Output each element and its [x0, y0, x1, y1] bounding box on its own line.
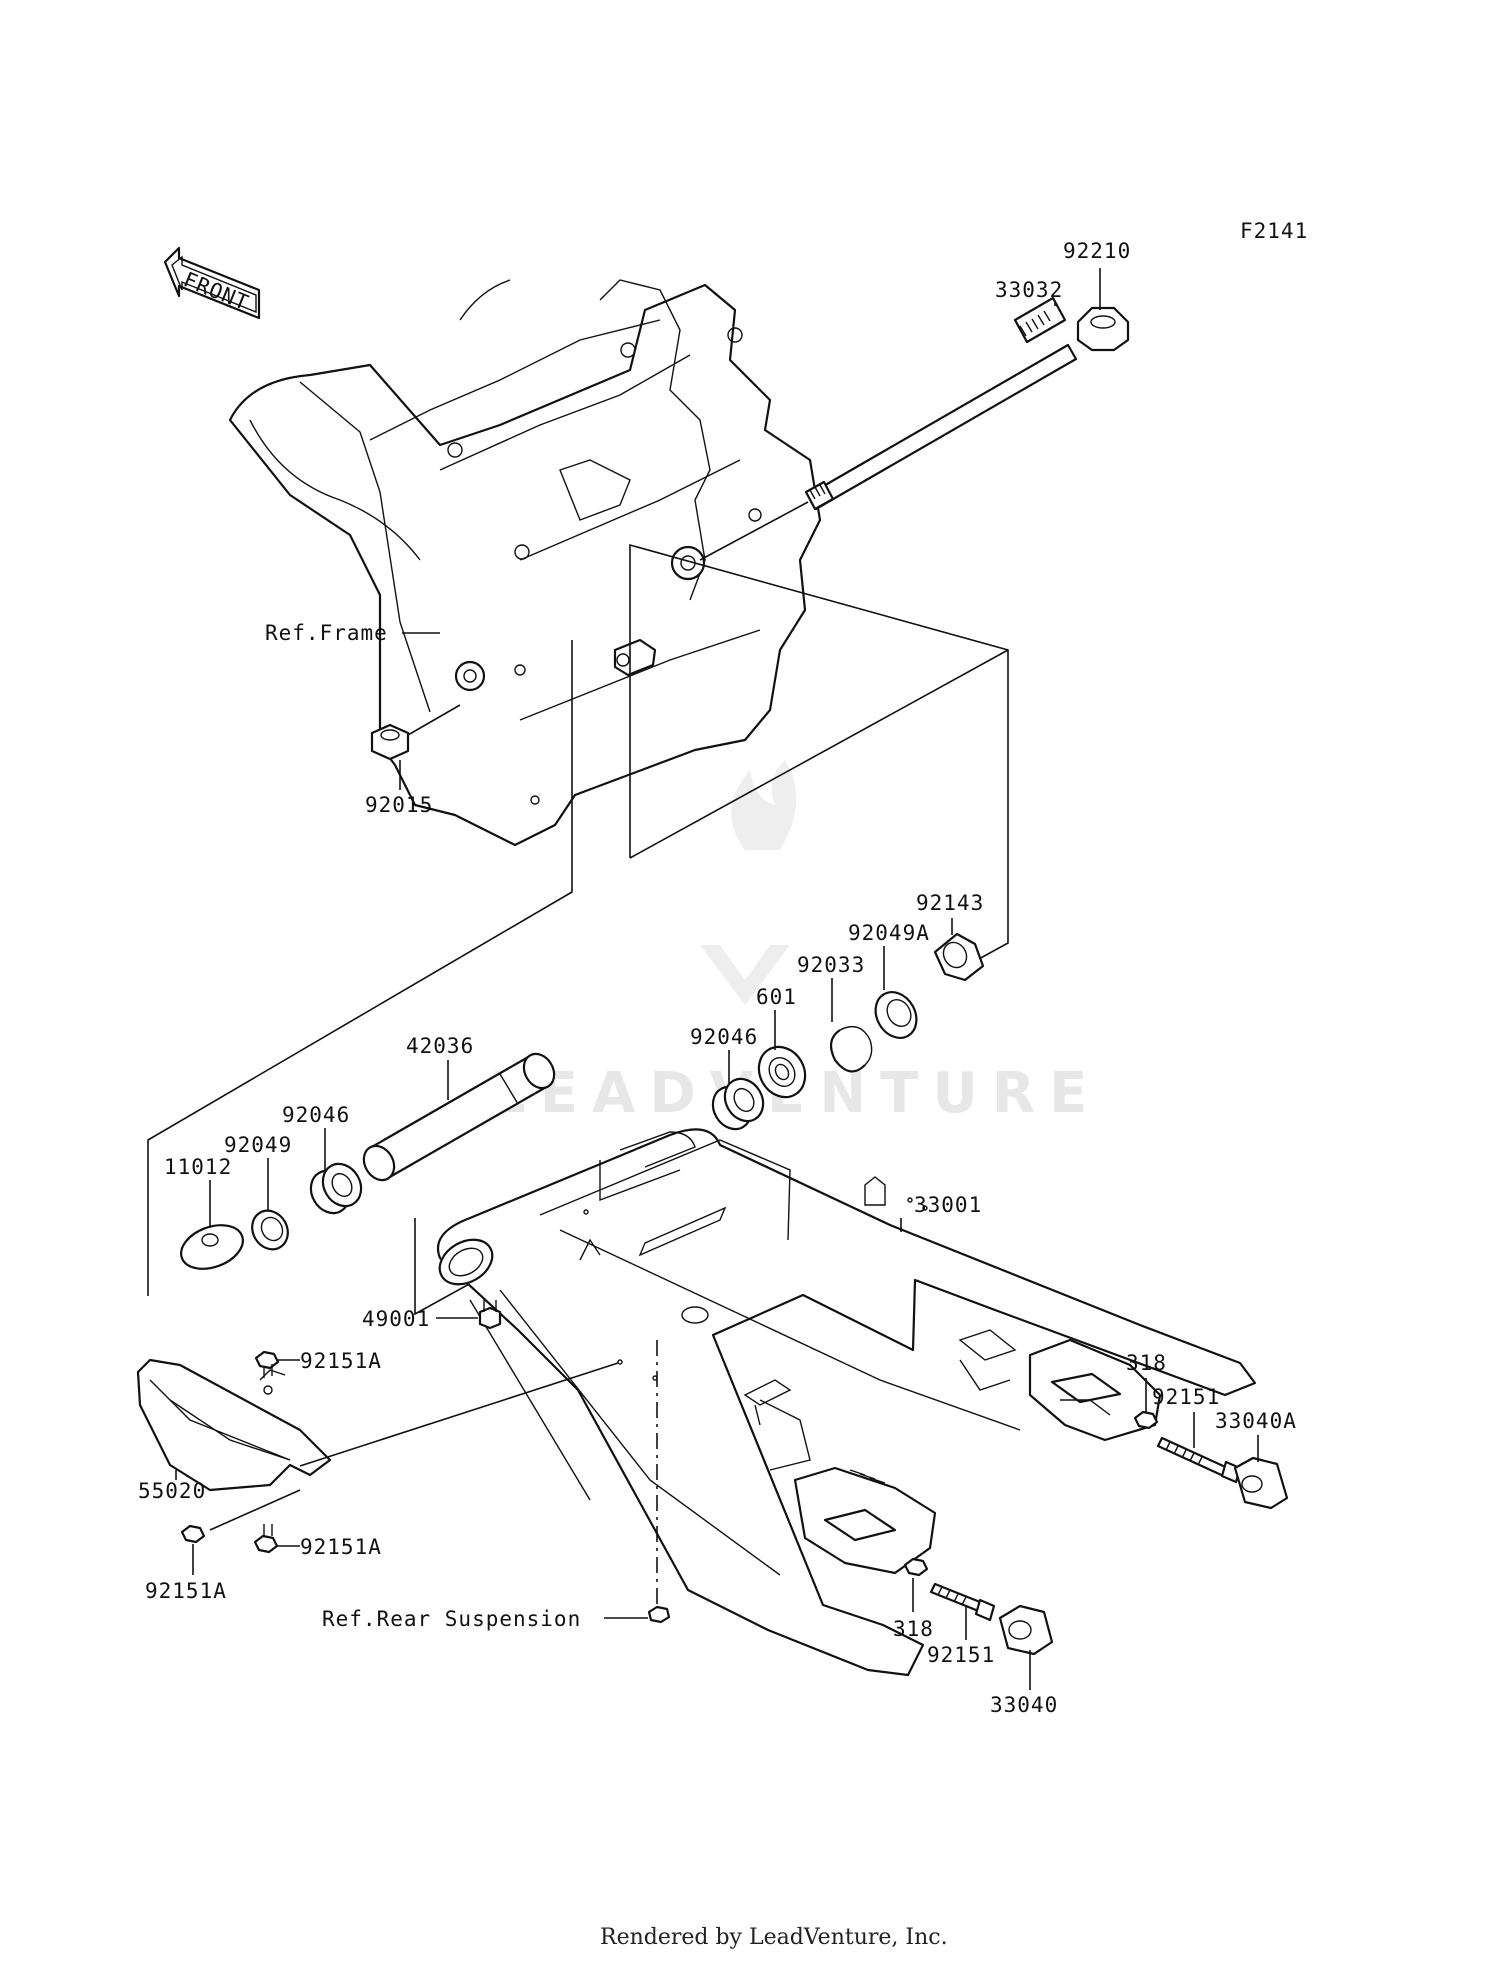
label-42036: 42036 — [406, 1034, 474, 1058]
swing-arm-33001 — [437, 1128, 1257, 1677]
label-92049: 92049 — [224, 1133, 292, 1157]
label-92151A-top: 92151A — [300, 1349, 382, 1373]
label-92046-left: 92046 — [282, 1103, 350, 1127]
watermark-logo — [700, 760, 797, 1005]
label-33040: 33040 — [990, 1693, 1058, 1717]
label-ref-rear-suspension: Ref.Rear Suspension — [322, 1607, 581, 1631]
bolt-49001 — [478, 1300, 502, 1330]
sleeve-42036 — [362, 1052, 556, 1182]
seal-92049A — [874, 991, 918, 1039]
bearing-92046-left — [309, 1162, 363, 1215]
bolt-92151A-top — [254, 1350, 280, 1378]
nut-rear-suspension-ref — [647, 1605, 671, 1624]
label-601: 601 — [756, 985, 797, 1009]
seal-92049 — [251, 1209, 289, 1251]
label-318-left: 318 — [893, 1617, 934, 1641]
bolt-92151A-bottom — [253, 1524, 279, 1554]
label-ref-frame: Ref.Frame — [265, 621, 388, 645]
bolt-92151A-left — [180, 1524, 206, 1544]
diagram-code: F2141 — [1240, 219, 1308, 243]
label-33032: 33032 — [995, 278, 1063, 302]
nut-92015 — [370, 723, 410, 761]
bolt-92151-right — [1156, 1436, 1242, 1484]
label-92143: 92143 — [916, 891, 984, 915]
nut-318-right — [1133, 1410, 1159, 1430]
footer-credit: Rendered by LeadVenture, Inc. — [600, 1925, 948, 1950]
label-92151-left: 92151 — [927, 1643, 995, 1667]
label-92046-right: 92046 — [690, 1025, 758, 1049]
collar-11012 — [180, 1224, 244, 1270]
label-92049A: 92049A — [848, 921, 930, 945]
front-arrow-icon: FRONT — [163, 246, 261, 320]
nut-318-left — [903, 1557, 929, 1577]
label-92015: 92015 — [365, 793, 433, 817]
frame-illustration — [228, 279, 822, 847]
bearing-601 — [757, 1045, 807, 1099]
collar-92143 — [933, 932, 985, 982]
label-92151-right: 92151 — [1152, 1385, 1220, 1409]
label-33040A: 33040A — [1215, 1409, 1297, 1433]
label-49001: 49001 — [362, 1307, 430, 1331]
circlip-92033 — [829, 1026, 873, 1073]
label-92151A-left: 92151A — [145, 1579, 227, 1603]
chain-guard-55020 — [136, 1358, 332, 1492]
bolt-92151-left — [929, 1582, 996, 1622]
bearing-92046-right — [711, 1077, 765, 1131]
label-11012: 11012 — [164, 1155, 232, 1179]
label-92210: 92210 — [1063, 239, 1131, 263]
adjuster-33040A — [1233, 1456, 1289, 1510]
label-92033: 92033 — [797, 953, 865, 977]
label-33001: 33001 — [914, 1193, 982, 1217]
adjuster-33040 — [998, 1604, 1054, 1656]
label-318-right: 318 — [1126, 1351, 1167, 1375]
label-55020: 55020 — [138, 1479, 206, 1503]
label-92151A-bottom: 92151A — [300, 1535, 382, 1559]
nut-92210 — [1076, 306, 1130, 352]
pivot-shaft-33032 — [804, 296, 1078, 511]
